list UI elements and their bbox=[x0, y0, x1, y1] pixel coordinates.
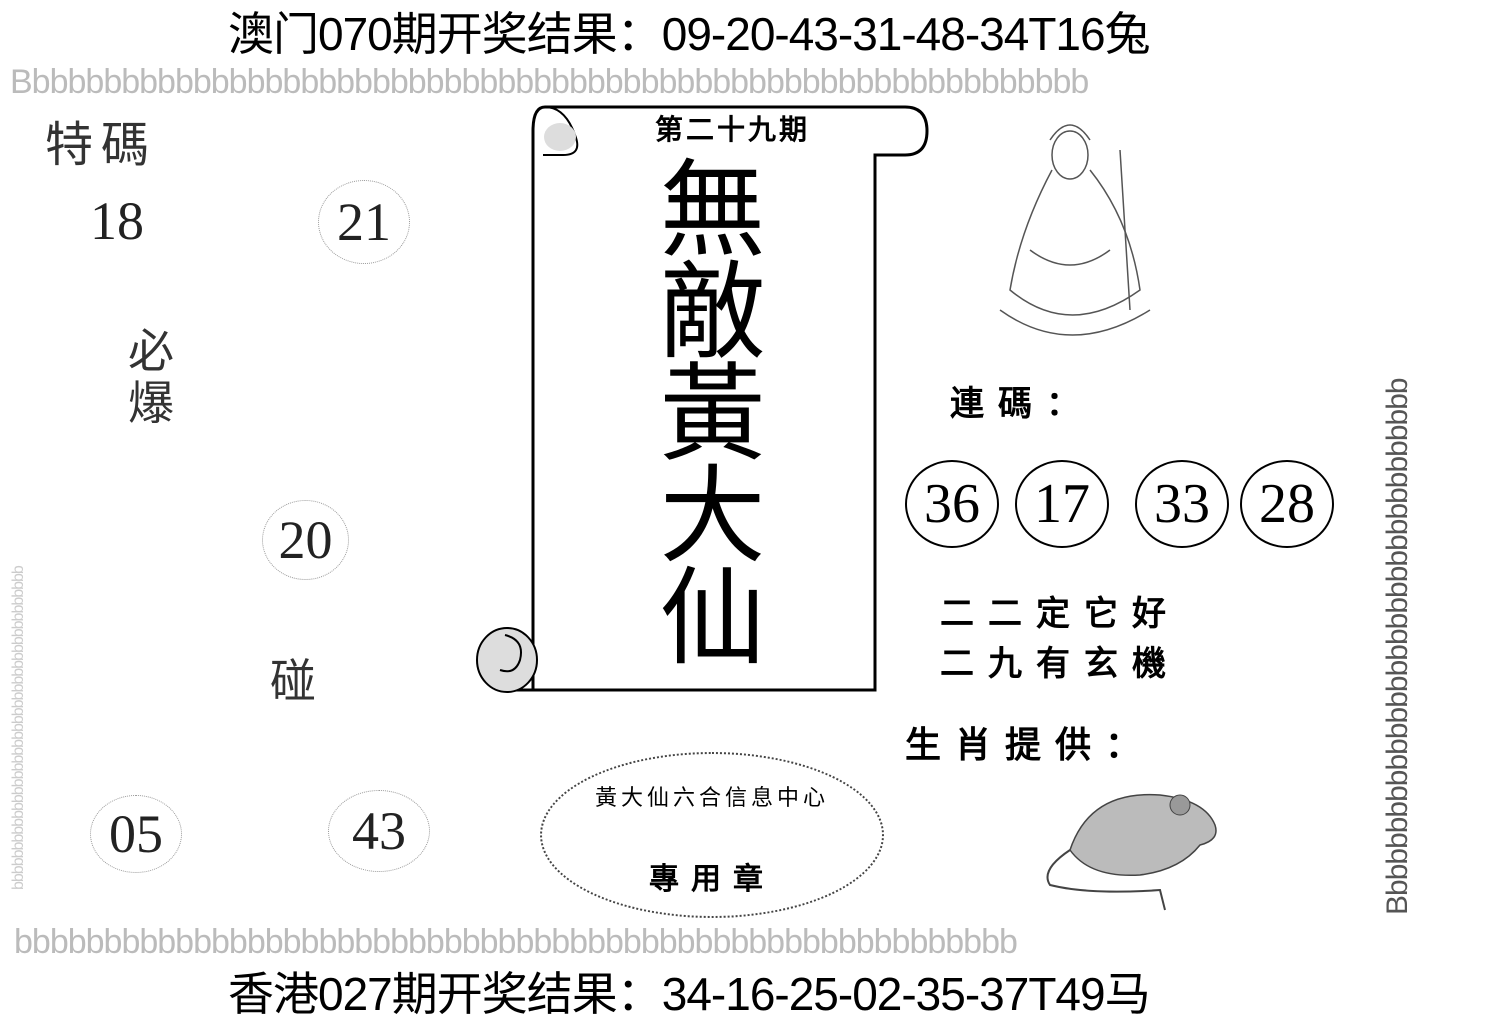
rat-illustration bbox=[1046, 793, 1217, 911]
verse-line: 二二定它好 bbox=[940, 594, 1180, 634]
guanyin-illustration bbox=[999, 124, 1151, 336]
consecutive-numbers-label: 連碼： bbox=[950, 384, 1094, 424]
stamp-center-text: 專用章 bbox=[649, 862, 775, 897]
title-char: 無 bbox=[659, 149, 766, 272]
peng-label: 碰 bbox=[270, 654, 316, 708]
filler-text-right: Bbbbbbbbbbbbbbbbbbbbbbbbbbbbbbbbbb bbox=[1381, 378, 1414, 915]
verse-line: 二九有玄機 bbox=[940, 644, 1180, 684]
lianma-ball: 28 bbox=[1240, 460, 1334, 548]
macau-result-headline: 澳门070期开奖结果：09-20-43-31-48-34T16兔 bbox=[228, 8, 1151, 60]
lianma-ball: 33 bbox=[1135, 460, 1229, 548]
seal-stamp: 黃大仙六合信息中心 專用章 bbox=[540, 752, 884, 918]
must-burst-label: 必爆 bbox=[128, 324, 174, 430]
title-char: 敵 bbox=[659, 251, 766, 374]
special-number: 21 bbox=[318, 180, 410, 264]
title-char: 大 bbox=[659, 455, 766, 578]
special-code-title: 特碼 bbox=[45, 117, 158, 173]
scroll-title: 無 敵 黃 大 仙 bbox=[650, 149, 775, 680]
filler-text-bottom: bbbbbbbbbbbbbbbbbbbbbbbbbbbbbbbbbbbbbbbb… bbox=[14, 923, 1018, 961]
stamp-ring-text: 黃大仙六合信息中心 bbox=[594, 786, 829, 811]
filler-text-left: bbbbbbbbbbbbbbbbbbbbbbbbbbbbbbbbbbbbbbbb… bbox=[10, 566, 27, 890]
special-number: 18 bbox=[90, 191, 144, 251]
filler-text-top: Bbbbbbbbbbbbbbbbbbbbbbbbbbbbbbbbbbbbbbbb… bbox=[10, 63, 1089, 101]
issue-label: 第二十九期 bbox=[655, 113, 811, 146]
lianma-ball: 17 bbox=[1015, 460, 1109, 548]
hk-result-headline: 香港027期开奖结果：34-16-25-02-35-37T49马 bbox=[228, 968, 1151, 1020]
title-char: 仙 bbox=[659, 557, 766, 680]
title-char: 黃 bbox=[659, 353, 766, 476]
lianma-ball: 36 bbox=[905, 460, 999, 548]
bottom-number: 43 bbox=[328, 790, 430, 872]
scroll-frame bbox=[476, 105, 929, 693]
bottom-number: 05 bbox=[90, 795, 182, 873]
zodiac-label: 生肖提供： bbox=[905, 724, 1156, 766]
middle-number: 20 bbox=[262, 500, 349, 580]
